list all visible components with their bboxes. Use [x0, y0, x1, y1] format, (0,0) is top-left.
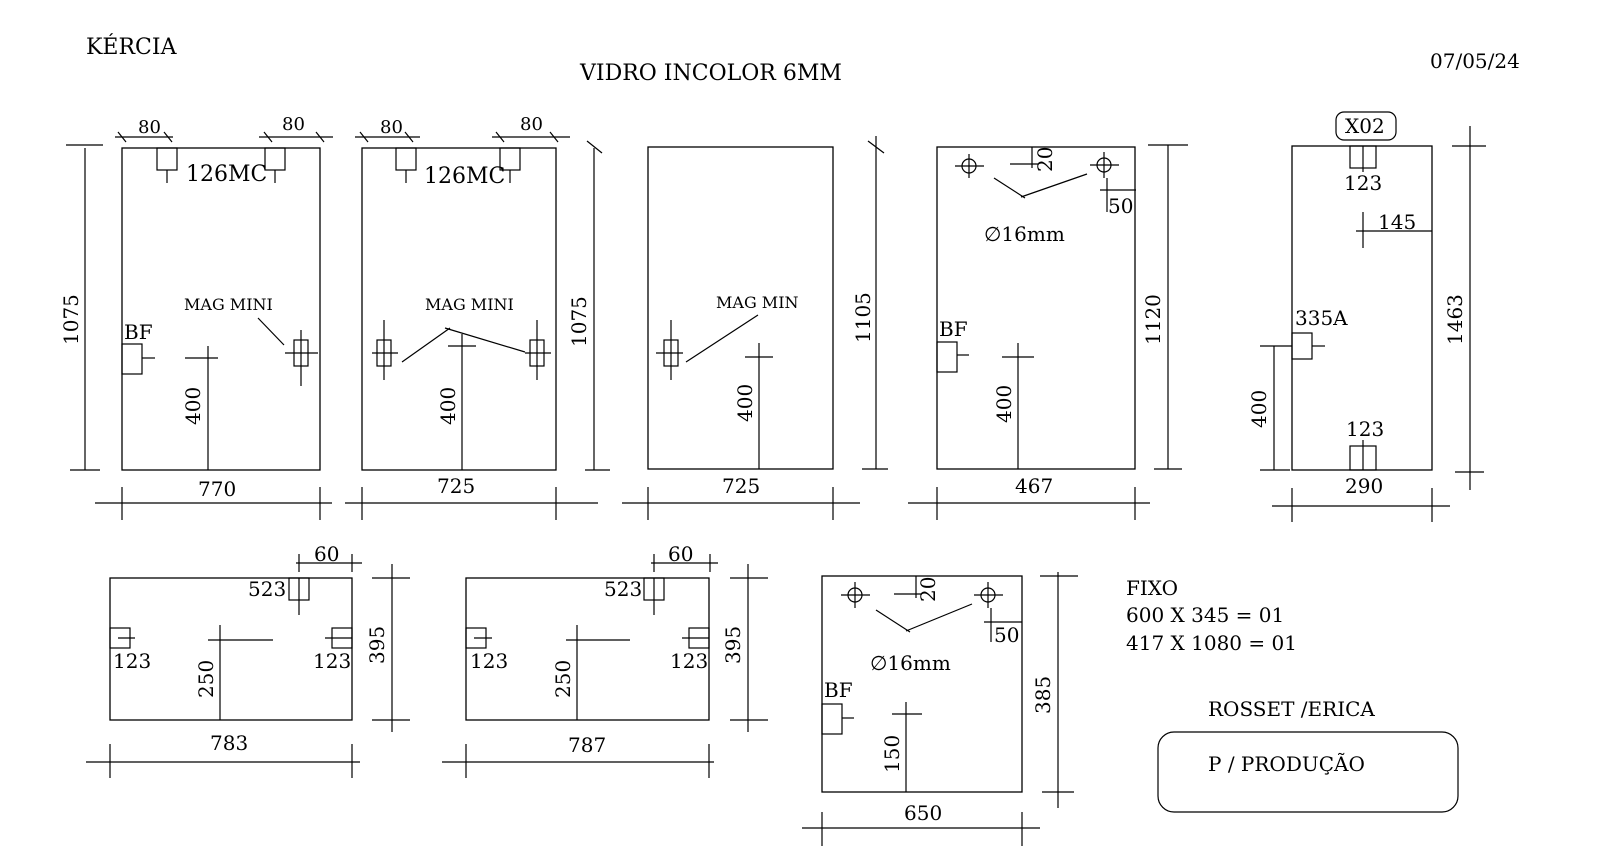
panel-5-handle-dim: 400	[1247, 390, 1271, 428]
fixo-line-1: 600 X 345 = 01	[1126, 603, 1284, 627]
panel-1-top-right-dim: 80	[282, 114, 305, 135]
production-stamp-box	[1157, 731, 1459, 813]
panel-3-lock-label: MAG MIN	[716, 293, 799, 312]
notes: FIXO 600 X 345 = 01 417 X 1080 = 01 ROSS…	[1126, 576, 1459, 813]
drawing-date: 07/05/24	[1430, 49, 1520, 73]
panel-1: 80 80 126MC MAG MINI BF 400 1075 770	[59, 114, 333, 520]
panel-4-bf-label: BF	[939, 317, 968, 341]
panel-1-height-dim: 1075	[59, 294, 83, 345]
panel-4-handle-dim: 400	[992, 385, 1016, 423]
panel-1-top-left-dim: 80	[138, 117, 161, 138]
production-stamp: P / PRODUÇÃO	[1208, 752, 1365, 776]
panel-8-width-dim: 650	[904, 801, 942, 825]
panel-1-hardware-label: 126MC	[186, 162, 267, 187]
panel-8-height-dim: 385	[1031, 676, 1055, 714]
panel-8-handle-dim: 150	[880, 735, 904, 773]
panel-2-height-dim: 1075	[567, 296, 591, 347]
panel-7: 60 523 123 123 250 395 787	[442, 542, 768, 778]
panel-6-handle-dim: 250	[194, 660, 218, 698]
panel-8-hole-label: ∅16mm	[870, 651, 951, 675]
client-name: KÉRCIA	[86, 33, 178, 60]
panel-6-height-dim: 395	[365, 626, 389, 664]
panel-2: 80 80 126MC MAG MINI 400 1075 725	[345, 114, 610, 520]
panel-6-outline	[109, 577, 353, 721]
panel-5: X02 123 145 335A 123 400 1463 290	[1247, 111, 1486, 522]
panel-7-left-fitting-dim: 123	[470, 649, 508, 673]
panel-8-outline	[821, 575, 1023, 793]
panel-5-side-fitting-label: 335A	[1295, 306, 1348, 330]
material-title: VIDRO INCOLOR 6MM	[579, 61, 842, 86]
panel-3-outline	[647, 146, 834, 470]
panel-4-outline	[936, 146, 1136, 470]
panel-6-top-fitting-dim: 523	[248, 577, 286, 601]
panel-6-left-fitting-dim: 123	[113, 649, 151, 673]
panel-6-width-dim: 783	[210, 731, 248, 755]
panel-2-lock-label: MAG MINI	[425, 295, 514, 314]
panel-3-height-dim: 1105	[851, 292, 875, 343]
panel-5-height-dim: 1463	[1443, 294, 1467, 345]
panel-1-bf-label: BF	[124, 320, 153, 344]
panel-1-width-dim: 770	[198, 477, 236, 501]
panel-8: 20 50 ∅16mm BF 150 385 650	[802, 572, 1078, 846]
panel-2-hardware-label: 126MC	[424, 164, 505, 189]
panel-4: 20 50 ∅16mm BF 400 1120 467	[908, 144, 1188, 520]
panel-5-bottom-fitting-dim: 123	[1346, 417, 1384, 441]
panel-1-outline	[121, 147, 321, 471]
panel-7-right-fitting-dim: 123	[670, 649, 708, 673]
panel-3-width-dim: 725	[722, 474, 760, 498]
panel-2-width-dim: 725	[437, 474, 475, 498]
panel-5-tag-box	[1335, 111, 1397, 141]
panel-5-top-fitting-dim: 123	[1344, 171, 1382, 195]
panel-6: 60 523 123 123 250 395 783	[86, 542, 410, 778]
panel-8-bf-label: BF	[824, 678, 853, 702]
panel-7-offset-dim: 60	[668, 542, 693, 566]
panel-6-right-fitting-dim: 123	[313, 649, 351, 673]
panel-3-handle-dim: 400	[733, 384, 757, 422]
fixo-line-2: 417 X 1080 = 01	[1126, 631, 1297, 655]
panel-8-side-offset-dim: 50	[994, 623, 1019, 647]
panel-2-top-left-dim: 80	[380, 117, 403, 138]
panel-5-tag: X02	[1345, 114, 1385, 138]
panel-2-handle-dim: 400	[436, 387, 460, 425]
panel-7-width-dim: 787	[568, 733, 606, 757]
panel-5-offset-dim: 145	[1378, 210, 1416, 234]
panel-7-outline	[465, 577, 710, 721]
panel-7-top-fitting-dim: 523	[604, 577, 642, 601]
panel-4-side-offset-dim: 50	[1108, 194, 1133, 218]
panel-7-height-dim: 395	[721, 626, 745, 664]
panel-4-height-dim: 1120	[1141, 294, 1165, 345]
panel-2-top-right-dim: 80	[520, 114, 543, 135]
client-names: ROSSET /ERICA	[1208, 697, 1375, 721]
panel-8-top-offset-dim: 20	[916, 577, 940, 602]
panel-6-offset-dim: 60	[314, 542, 339, 566]
panel-3: MAG MIN 400 1105 725	[622, 136, 888, 520]
panel-2-outline	[361, 147, 557, 471]
panel-5-width-dim: 290	[1345, 474, 1383, 498]
panel-4-top-offset-dim: 20	[1033, 147, 1057, 172]
panel-4-hole-label: ∅16mm	[984, 222, 1065, 246]
fixo-title: FIXO	[1126, 576, 1178, 600]
panel-4-width-dim: 467	[1015, 474, 1053, 498]
panel-7-handle-dim: 250	[551, 660, 575, 698]
panel-1-handle-dim: 400	[181, 387, 205, 425]
panel-1-lock-label: MAG MINI	[184, 295, 273, 314]
